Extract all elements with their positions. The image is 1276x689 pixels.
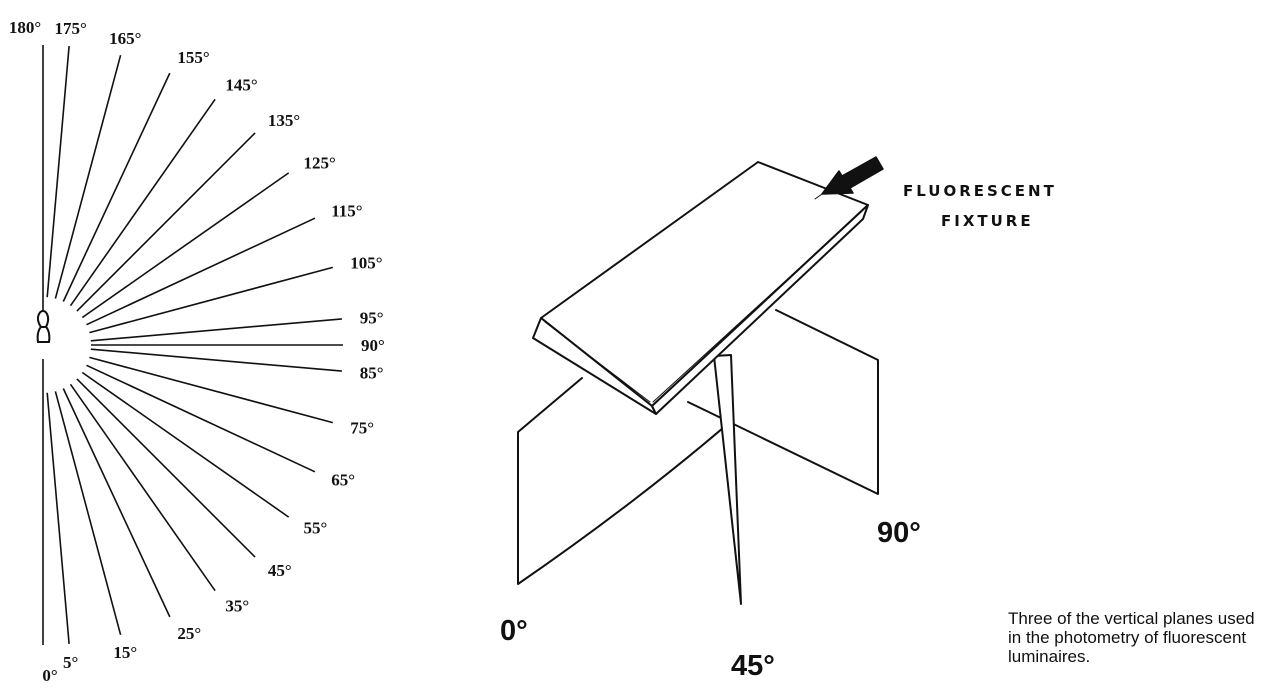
fan-angle-label-125: 125° bbox=[304, 154, 336, 173]
fan-angle-label-15: 15° bbox=[113, 643, 137, 662]
fan-angle-labels: 0° 5° 15° 25° 35° 45° 55° 65° 75° 85° 90° 95° 105° 11… bbox=[9, 18, 385, 685]
fan-angle-label-155: 155° bbox=[177, 48, 209, 67]
fan-ray-115 bbox=[86, 217, 316, 326]
fan-ray-155 bbox=[62, 72, 171, 302]
fan-ray-165 bbox=[54, 54, 122, 299]
fan-ray-55 bbox=[81, 371, 290, 518]
fixture-label-line1: FLUORESCENT bbox=[903, 182, 1057, 200]
fan-angle-label-85: 85° bbox=[360, 364, 384, 383]
fan-angle-label-105: 105° bbox=[350, 254, 382, 273]
caption-line: Three of the vertical planes used bbox=[1008, 609, 1255, 628]
fan-angle-label-5: 5° bbox=[63, 653, 78, 672]
fan-angle-label-75: 75° bbox=[350, 418, 374, 437]
plane-45-degrees bbox=[713, 354, 742, 605]
caption-line: in the photometry of fluorescent bbox=[1008, 628, 1247, 647]
plane-label-0: 0° bbox=[500, 615, 528, 647]
fan-ray-105 bbox=[89, 266, 334, 334]
fan-rays bbox=[42, 45, 343, 645]
fan-angle-label-65: 65° bbox=[331, 470, 355, 489]
fan-ray-95 bbox=[90, 318, 342, 342]
fan-ray-175 bbox=[46, 46, 70, 298]
fan-angle-label-115: 115° bbox=[331, 202, 362, 221]
fan-ray-5 bbox=[46, 392, 70, 644]
fan-angle-label-25: 25° bbox=[177, 624, 201, 643]
fan-angle-label-95: 95° bbox=[360, 308, 384, 327]
fan-angle-label-165: 165° bbox=[109, 29, 141, 48]
fan-ray-35 bbox=[69, 383, 216, 592]
fan-angle-label-90: 90° bbox=[361, 336, 385, 355]
fan-ray-25 bbox=[62, 388, 171, 618]
fan-angle-label-45: 45° bbox=[268, 561, 292, 580]
fan-ray-85 bbox=[90, 348, 342, 372]
fan-ray-125 bbox=[81, 172, 290, 319]
plane-label-45: 45° bbox=[731, 650, 775, 682]
fan-ray-75 bbox=[89, 356, 334, 424]
fan-angle-label-35: 35° bbox=[225, 597, 249, 616]
vertical-planes-diagram bbox=[517, 156, 884, 605]
fan-ray-135 bbox=[76, 132, 256, 312]
fixture-label-line2: FIXTURE bbox=[941, 212, 1034, 230]
fan-angle-label-0: 0° bbox=[42, 666, 57, 685]
plane-90-degrees bbox=[687, 309, 879, 495]
fan-ray-15 bbox=[54, 391, 122, 636]
caption-line: luminaires. bbox=[1008, 647, 1091, 666]
angle-fan-diagram: 0° 5° 15° 25° 35° 45° 55° 65° 75° 85° 90° 95° 105° 11… bbox=[9, 18, 385, 685]
fan-angle-label-55: 55° bbox=[304, 518, 328, 537]
plane-label-90: 90° bbox=[877, 517, 921, 549]
fan-angle-label-180: 180° bbox=[9, 18, 41, 37]
fan-ray-45 bbox=[76, 378, 256, 558]
figure-caption: Three of the vertical planes used in the… bbox=[1008, 609, 1270, 666]
fan-angle-label-135: 135° bbox=[268, 111, 300, 130]
luminaire-icon bbox=[36, 310, 51, 343]
fan-ray-145 bbox=[69, 98, 216, 307]
fixture-pointer-arrow bbox=[814, 156, 884, 200]
fan-angle-label-175: 175° bbox=[55, 19, 87, 38]
fan-angle-label-145: 145° bbox=[225, 76, 257, 95]
fluorescent-fixture bbox=[532, 161, 869, 415]
fan-ray-65 bbox=[86, 364, 316, 473]
